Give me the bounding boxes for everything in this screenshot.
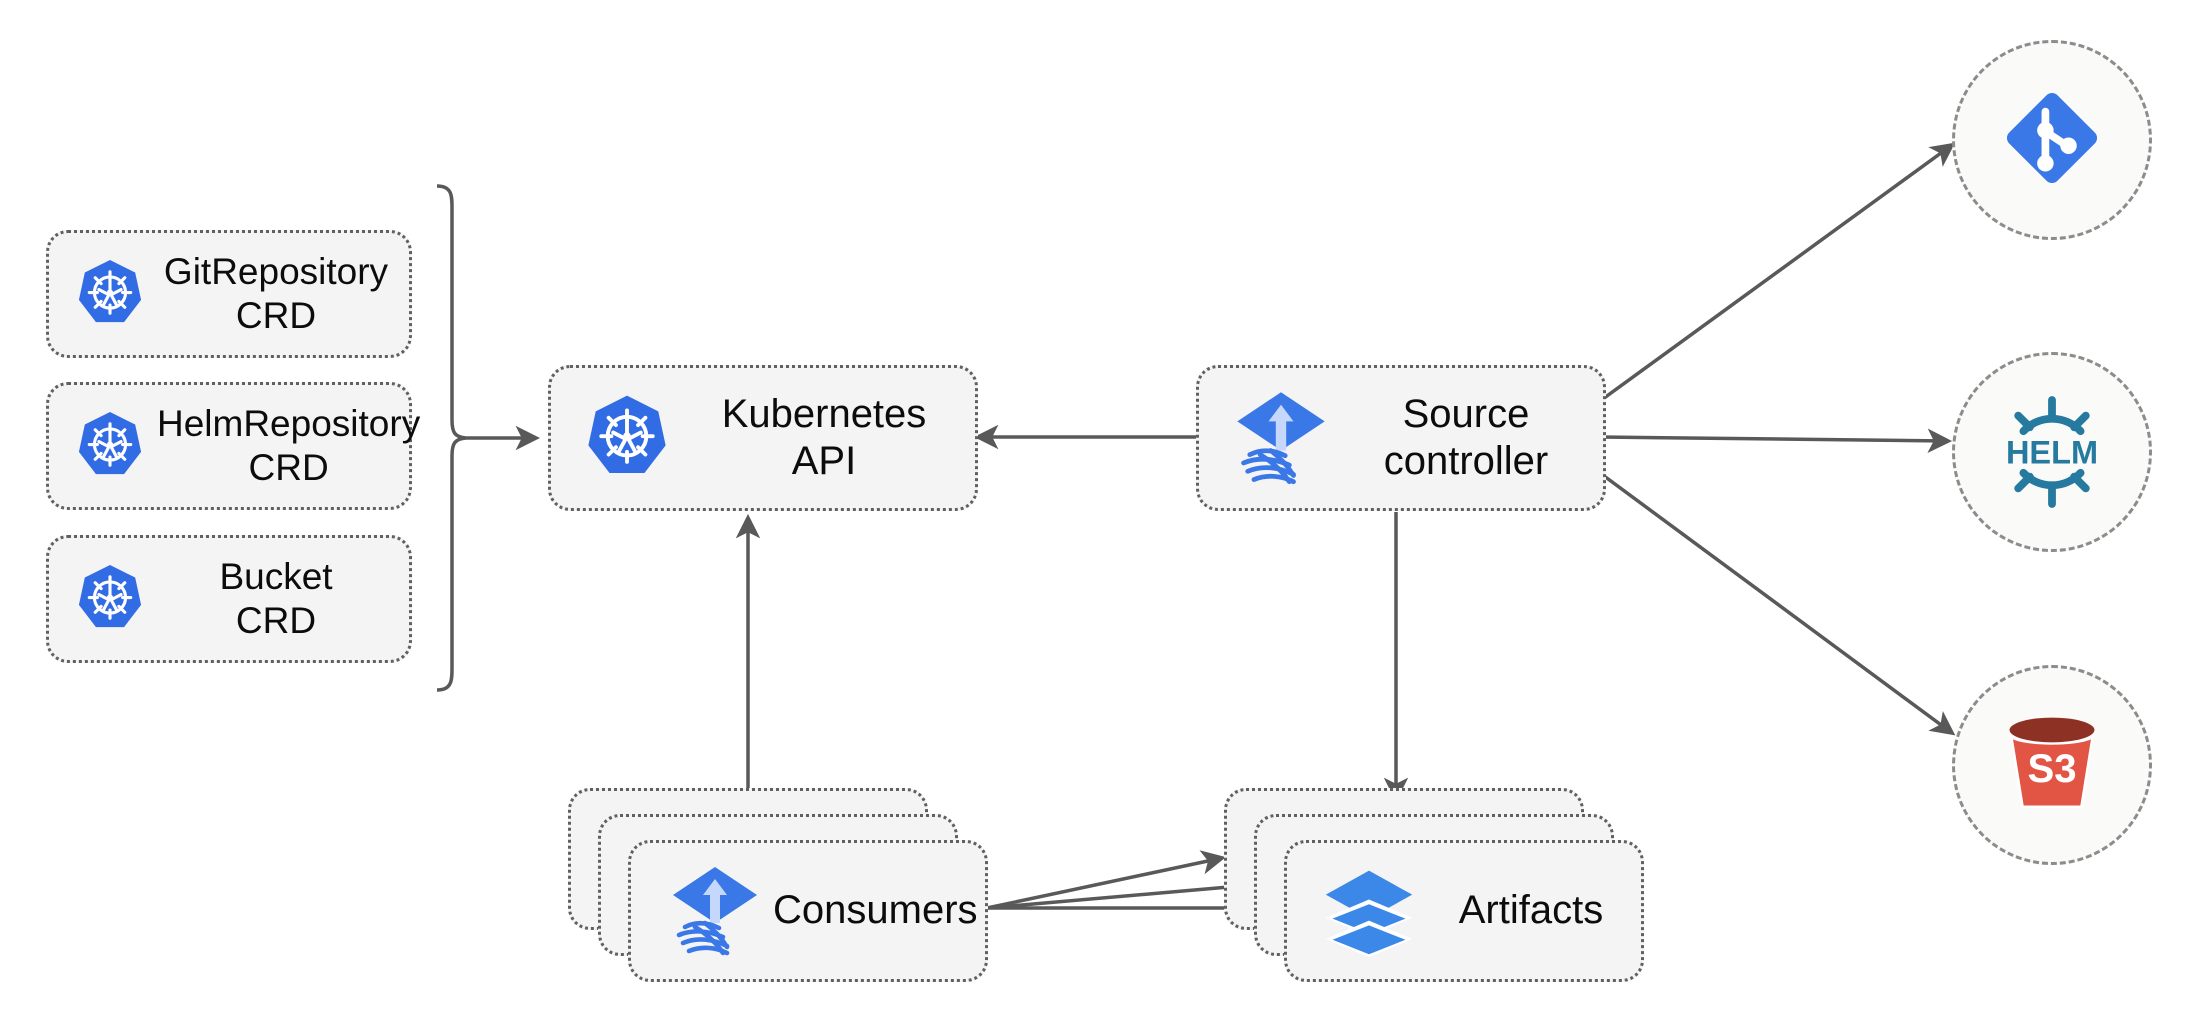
edge-consumers-to-artifacts-1: [986, 850, 1226, 910]
node-artifacts[interactable]: Artifacts: [1224, 788, 1644, 982]
crd-label: GitRepository CRD: [163, 251, 389, 336]
node-source-controller[interactable]: Source controller: [1196, 365, 1606, 511]
source-circle-s3[interactable]: S3: [1952, 665, 2152, 865]
kubernetes-icon: [73, 562, 147, 636]
crd-card-gitrepository[interactable]: GitRepository CRD: [46, 230, 412, 358]
flux-icon: [1229, 386, 1333, 490]
crd-card-helmrepository[interactable]: HelmRepository CRD: [46, 382, 420, 510]
crd-label: HelmRepository CRD: [157, 403, 421, 488]
source-circle-helm[interactable]: HELM: [1952, 352, 2152, 552]
source-circle-git[interactable]: [1952, 40, 2152, 240]
node-label: Consumers: [773, 888, 978, 933]
kubernetes-icon: [73, 409, 147, 483]
flux-icon: [665, 861, 765, 961]
layers-icon: [1321, 863, 1417, 959]
crd-group-bracket: [436, 184, 467, 692]
helm-wordmark: HELM: [2006, 435, 2098, 471]
artifacts-stack-layer-front[interactable]: Artifacts: [1284, 840, 1644, 982]
node-label: Artifacts: [1458, 888, 1604, 933]
kubernetes-icon: [73, 257, 147, 331]
kubernetes-icon: [581, 392, 673, 484]
node-kubernetes-api[interactable]: Kubernetes API: [548, 365, 978, 511]
s3-icon: S3: [1993, 704, 2111, 827]
crd-label: Bucket CRD: [219, 556, 333, 641]
node-label: Source controller: [1383, 391, 1549, 483]
s3-wordmark: S3: [2027, 745, 2076, 790]
helm-icon: HELM: [1987, 387, 2117, 517]
edge-source-controller-to-s3: [1598, 471, 1956, 736]
edge-consumers-to-artifacts-2: [986, 874, 1257, 910]
node-consumers[interactable]: Consumers: [568, 788, 988, 982]
node-label: Kubernetes API: [721, 391, 927, 483]
git-icon: [1997, 83, 2107, 198]
consumers-stack-layer-front[interactable]: Consumers: [628, 840, 988, 982]
edge-source-controller-to-helm: [1599, 428, 1953, 454]
crd-card-bucket[interactable]: Bucket CRD: [46, 535, 412, 663]
edge-source-controller-to-git: [1598, 142, 1956, 403]
